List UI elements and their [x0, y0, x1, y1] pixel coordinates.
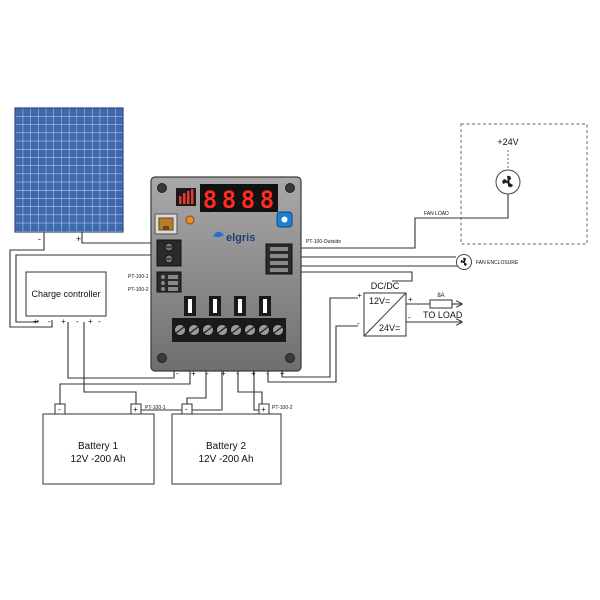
led-bargraph — [176, 188, 196, 206]
relay-row — [184, 296, 271, 316]
fan-load-voltage: +24V — [497, 137, 518, 147]
cc-terminal: + — [88, 317, 93, 326]
terminal-sign: + — [280, 369, 285, 378]
display-digit: 8 — [222, 186, 236, 214]
fan-enclosure-label: FAN ENCLOSURE — [476, 260, 519, 266]
mounting-hole — [285, 183, 295, 193]
charge-controller-terminals: + - + - + - — [33, 317, 101, 326]
fan-load-label: FAN LOAD — [424, 211, 449, 217]
mounting-hole — [157, 183, 167, 193]
cc-terminal: - — [98, 317, 101, 326]
display-digit: 8 — [241, 186, 255, 214]
battery1-plus: + — [133, 405, 138, 414]
left-power-connector — [156, 239, 182, 267]
battery-1: - + PT-100-1 Battery 1 12V -200 Ah — [42, 403, 166, 485]
ethernet-port-icon — [154, 213, 178, 235]
dcdc-input-voltage: 12V= — [369, 296, 390, 306]
charge-controller-label: Charge controller — [31, 289, 100, 299]
battery1-title: Battery 1 — [78, 441, 118, 452]
battery2-spec: 12V -200 Ah — [198, 454, 253, 465]
display-digit: 8 — [203, 186, 217, 214]
dcdc-output-voltage: 24V= — [379, 323, 400, 333]
status-led-icon — [185, 215, 195, 225]
controller-board: 8 8 8 8 elgris — [128, 176, 341, 378]
fan-icon — [495, 169, 521, 195]
bottom-terminal-block — [172, 318, 286, 342]
mounting-hole — [285, 353, 295, 363]
cc-terminal: - — [76, 317, 79, 326]
terminal-sign: - — [206, 369, 209, 378]
dcdc-out-plus: + — [408, 295, 413, 304]
dcdc-in-plus: + — [357, 291, 362, 300]
mounting-hole — [157, 353, 167, 363]
terminal-sign: - — [176, 369, 179, 378]
battery2-sensor-label: PT-100-2 — [272, 405, 293, 411]
battery2-title: Battery 2 — [206, 441, 246, 452]
terminal-sign: + — [221, 369, 226, 378]
to-load-label: TO LOAD — [423, 310, 463, 320]
right-sensor-connector — [265, 243, 293, 275]
brand-name: elgris — [226, 232, 255, 244]
pt100-2-label: PT-100-2 — [128, 287, 149, 293]
fan-load-enclosure: +24V — [460, 123, 588, 245]
fan-enclosure-icon — [456, 254, 472, 270]
charge-controller: Charge controller + - + - + - — [25, 271, 107, 326]
cc-terminal: + — [33, 317, 38, 326]
battery-2: - + PT-100-2 Battery 2 12V -200 Ah — [171, 403, 293, 485]
solar-minus-sign: - — [38, 234, 41, 244]
bottom-terminal-signs: - + - + - + - + — [176, 369, 285, 378]
seven-segment-display: 8 8 8 8 — [200, 184, 278, 214]
terminal-sign: + — [251, 369, 256, 378]
solar-panel: - + — [14, 107, 124, 244]
dcdc-in-minus: - — [357, 319, 360, 328]
cc-terminal: - — [48, 317, 51, 326]
brand-logo: elgris — [213, 231, 255, 244]
pt100-1-label: PT-100-1 — [128, 274, 149, 280]
terminal-sign: - — [236, 369, 239, 378]
dcdc-title: DC/DC — [371, 281, 400, 291]
terminal-sign: + — [191, 369, 196, 378]
dcdc-converter: DC/DC 12V= 24V= + - + - — [357, 281, 413, 337]
battery1-spec: 12V -200 Ah — [70, 454, 125, 465]
blue-button[interactable] — [276, 211, 293, 228]
cc-terminal: + — [61, 317, 66, 326]
solar-plus-sign: + — [76, 234, 81, 244]
pt100-outside-label: PT-100-Outside — [306, 239, 341, 245]
left-sensor-connector — [156, 271, 182, 293]
terminal-sign: - — [266, 369, 269, 378]
fuse-rating: 8A — [437, 293, 444, 299]
battery2-minus: - — [185, 405, 188, 414]
battery2-plus: + — [261, 405, 266, 414]
dcdc-out-minus: - — [408, 313, 411, 322]
battery1-minus: - — [58, 405, 61, 414]
display-digit: 8 — [260, 186, 274, 214]
battery1-sensor-label: PT-100-1 — [145, 405, 166, 411]
fuse: 8A — [429, 293, 453, 309]
